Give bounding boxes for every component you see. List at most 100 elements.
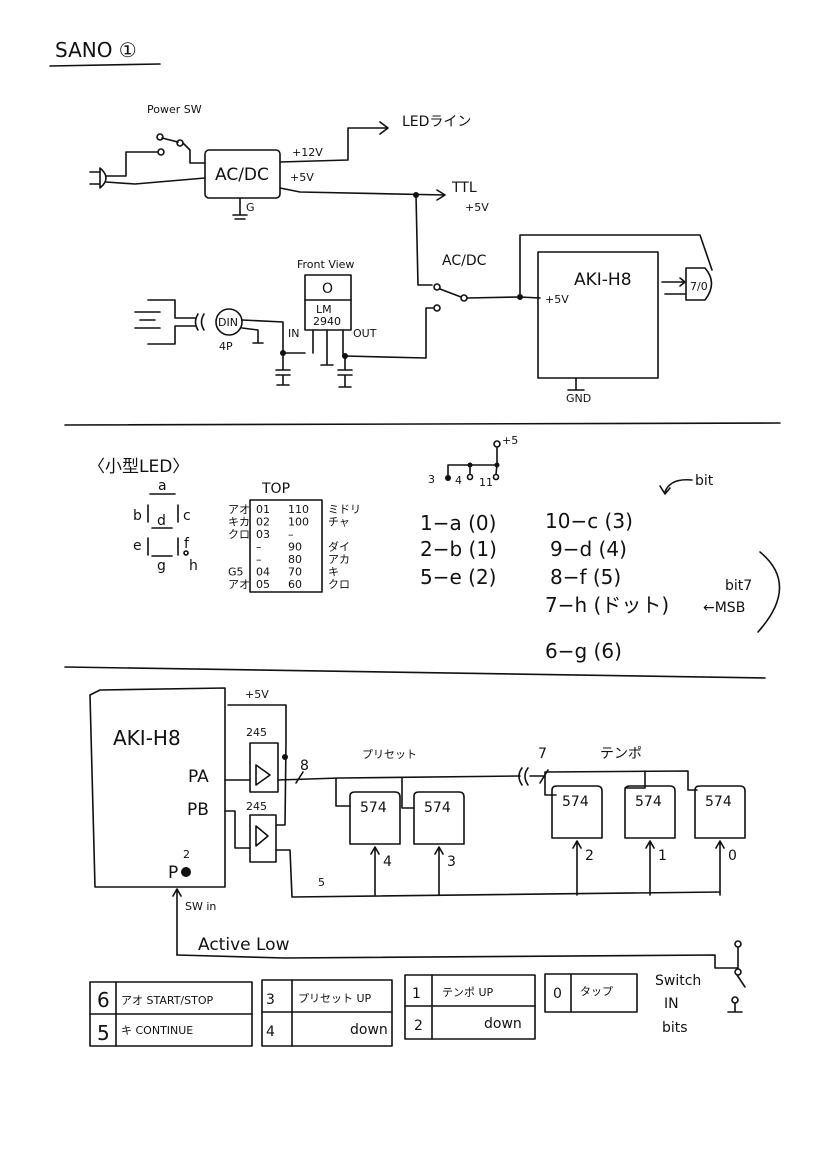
din-label: DIN — [218, 316, 238, 329]
switch-contact — [433, 283, 441, 291]
clock-bus — [275, 849, 721, 898]
bus-width-label-2: 7 — [538, 746, 547, 762]
regulator-hole: O — [322, 281, 333, 297]
port-p-label: P — [168, 863, 178, 883]
buffer-245-1 — [249, 742, 279, 793]
switch-group-3 — [404, 974, 536, 1040]
clock-arrow — [434, 846, 444, 896]
clock-arrow — [715, 840, 725, 896]
preset-label: プリセット — [362, 748, 417, 761]
pinout-box — [249, 499, 323, 593]
pinout-top-label: TOP — [261, 481, 290, 497]
pin-number-right: 70 — [288, 566, 302, 579]
front-view-label: Front View — [297, 258, 354, 271]
segment-h: h — [189, 558, 198, 574]
v5-label: +5V — [290, 171, 314, 184]
clock-arrow — [645, 840, 655, 896]
wire — [241, 319, 306, 354]
pin-left-label: G5 — [228, 566, 244, 579]
pin-number-right: – — [288, 528, 294, 541]
port-pin-dot — [181, 867, 191, 877]
pin-number-right: 60 — [288, 578, 302, 591]
acdc-converter-box — [204, 149, 281, 199]
g-label: G — [246, 201, 255, 214]
pin-number-left: – — [256, 553, 262, 566]
din-connector — [215, 308, 243, 336]
pin-right-label: アカ — [328, 553, 350, 566]
bit-note: bit — [695, 473, 714, 489]
pin-number-right: 100 — [288, 516, 309, 529]
latch-label: 574 — [562, 794, 589, 810]
bracket — [757, 551, 781, 633]
clock-arrow — [572, 840, 582, 896]
pin-number-right: 90 — [288, 541, 302, 554]
ground-icon — [232, 197, 248, 220]
wire — [469, 464, 498, 475]
din-pins-label: 4P — [219, 340, 233, 353]
wire — [519, 234, 713, 298]
latch-574 — [413, 791, 465, 845]
mapping-right-3: 7−h (ドット) — [545, 593, 669, 617]
power-switch-label: Power SW — [147, 103, 202, 116]
bit-3: 3 — [266, 992, 275, 1008]
switch-table: 6 アオ START/STOP 5 キ CONTINUE 3 プリセット UP … — [89, 973, 701, 1047]
pin-number-left: 05 — [256, 578, 270, 591]
regulator-body — [304, 274, 352, 331]
gnd-label: GND — [566, 392, 591, 405]
segment-b: b — [133, 508, 142, 524]
latch-clock-bit: 1 — [658, 848, 667, 864]
connector-label: 7/0 — [690, 280, 708, 293]
switch-contact — [157, 148, 165, 156]
pin-number-right: 80 — [288, 553, 302, 566]
mapping-left-1: 2−b (1) — [420, 537, 497, 561]
connector-box — [685, 267, 713, 301]
latch-label: 574 — [635, 794, 662, 810]
vcc-label: +5 — [502, 434, 518, 447]
acdc-label: AC/DC — [215, 165, 269, 185]
switch-note-line1: Switch — [655, 973, 701, 989]
pin-terminal — [445, 475, 451, 481]
bit-6-function: アオ START/STOP — [121, 994, 213, 1007]
battery-icon — [134, 299, 196, 345]
acdc-select-switch — [439, 288, 541, 299]
segment-g: g — [157, 558, 166, 574]
latch-clock-bit: 3 — [447, 854, 456, 870]
seven-segment-diagram: a b c d e f g h — [133, 478, 198, 574]
sw-in-arrow — [172, 888, 182, 956]
switch-terminal — [734, 968, 742, 976]
data-bus — [277, 771, 521, 784]
led-heading: 〈小型LED〉 — [88, 457, 189, 477]
capacitor-icon — [337, 355, 353, 388]
bit-1-function: テンポ UP — [442, 986, 494, 999]
led-line-label: LEDライン — [402, 114, 471, 130]
buffer1-label: 245 — [246, 726, 267, 739]
select-switch-label: AC/DC — [442, 253, 487, 269]
mapping-right-4: 6−g (6) — [545, 639, 622, 663]
ttl-arrow — [279, 187, 446, 201]
switch-contact — [156, 133, 164, 141]
active-low-label: Active Low — [198, 935, 290, 955]
logic-section: AKI-H8 PA PB P 2 +5V 245 245 8 プリセット 7 テ… — [89, 687, 746, 1013]
pin-number-left: 04 — [256, 566, 270, 579]
section-divider — [64, 666, 766, 679]
table-lines — [89, 981, 253, 1047]
vcc-wire — [227, 704, 287, 826]
preset-bus — [335, 777, 415, 809]
pin-11-label: 11 — [479, 476, 493, 489]
latch-574 — [694, 785, 746, 839]
pin-number-left: – — [256, 541, 262, 554]
pin-number-left: 02 — [256, 516, 270, 529]
pin-number-right: 110 — [288, 503, 309, 516]
regulator-in-label: IN — [288, 327, 299, 340]
switch-contact — [460, 294, 468, 302]
latch-label: 574 — [360, 800, 387, 816]
buffer2-label: 245 — [246, 800, 267, 813]
switch-wire — [176, 954, 739, 969]
regulator-pins — [312, 329, 344, 366]
port-wires — [224, 779, 251, 849]
pin-3-label: 3 — [428, 473, 435, 486]
